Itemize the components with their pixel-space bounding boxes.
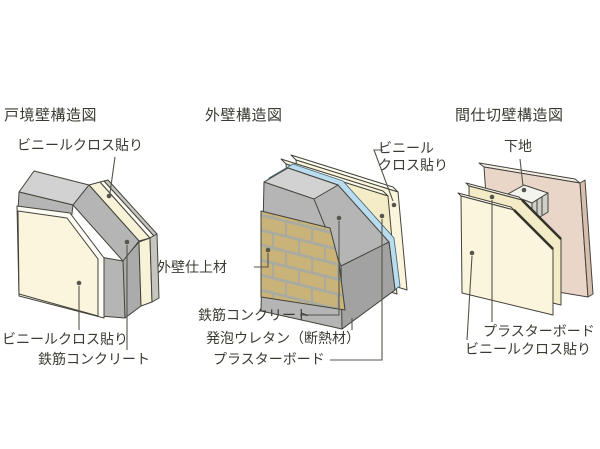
right-label-stud: 下地: [504, 139, 532, 155]
middle-leader-dots: [265, 202, 397, 253]
right-leader-dots: [469, 187, 527, 256]
middle-label-vinyl: ビニール クロス貼り: [378, 141, 448, 174]
right-leader-lines: [466, 158, 524, 341]
left-label-concrete: 鉄筋コンクリート: [38, 352, 150, 368]
middle-concrete-top: [263, 167, 339, 200]
left-label-vinyl-near: ビニールクロス貼り: [2, 332, 128, 348]
left-near-vinyl-panel: [17, 210, 99, 317]
right-vinyl-board: [460, 195, 554, 316]
middle-label-plasterboard: プラスターボード: [213, 352, 325, 368]
middle-brick-finish: [260, 210, 346, 311]
left-label-vinyl-far: ビニールクロス貼り: [17, 138, 143, 154]
right-label-plasterboard: プラスターボード: [483, 324, 595, 340]
middle-label-finish: 外壁仕上材: [157, 260, 227, 276]
middle-diagram-title: 外壁構造図: [205, 106, 283, 124]
middle-label-concrete: 鉄筋コンクリート: [198, 308, 310, 324]
middle-label-insulation: 発泡ウレタン（断熱材）: [206, 331, 360, 347]
left-concrete-chamfer: [72, 184, 140, 262]
right-label-vinyl: ビニールクロス貼り: [465, 342, 591, 358]
left-leader-dots: [76, 193, 130, 286]
middle-wall-diagram: [260, 154, 408, 330]
right-diagram-title: 間仕切壁構造図: [455, 106, 564, 124]
left-diagram-title: 戸境壁構造図: [4, 106, 98, 124]
left-leader-lines: [78, 156, 128, 350]
right-wall-diagram: [457, 162, 594, 316]
left-wall-diagram: [16, 170, 160, 319]
middle-leader-lines: [254, 149, 394, 361]
